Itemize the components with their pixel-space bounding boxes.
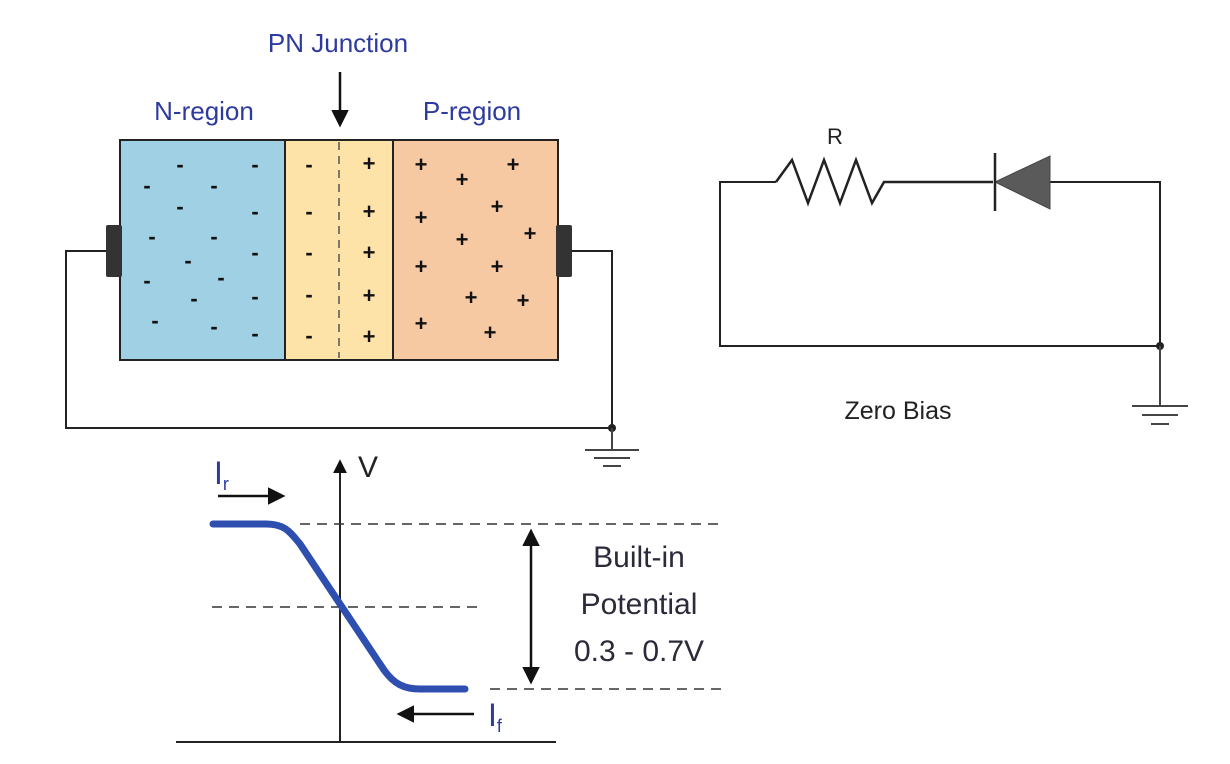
y-axis-label: V	[358, 451, 378, 484]
annotation-built-in: Built-in	[593, 541, 685, 574]
p-region	[392, 139, 559, 361]
resistor-label: R	[827, 124, 843, 149]
hole-charge: +	[415, 152, 428, 177]
forward-current-label: If	[488, 697, 503, 736]
electron-charge: -	[210, 314, 217, 339]
reverse-current-label: Ir	[214, 455, 229, 494]
p-region-charges: +++++++++++++	[415, 152, 537, 345]
electron-charge: -	[251, 240, 258, 265]
p-region-label: P-region	[423, 96, 521, 126]
pn-junction-label: PN Junction	[268, 28, 408, 58]
external-circuit-wire	[65, 250, 613, 429]
electron-charge: -	[176, 152, 183, 177]
hole-charge: +	[465, 285, 478, 310]
forward-current-symbol: I	[488, 697, 497, 733]
electron-charge: -	[251, 284, 258, 309]
svg-text:Ir: Ir	[214, 455, 229, 494]
depletion-positive-charge: +	[363, 324, 376, 349]
electron-charge: -	[251, 152, 258, 177]
hole-charge: +	[517, 288, 530, 313]
electron-charge: -	[190, 286, 197, 311]
electron-charge: -	[210, 173, 217, 198]
reverse-current-symbol: I	[214, 455, 223, 491]
electron-charge: -	[143, 268, 150, 293]
ground-symbol-left	[585, 428, 639, 467]
depletion-negative-charges: - - - - -	[305, 152, 312, 348]
annotation-voltage-range: 0.3 - 0.7V	[574, 635, 704, 668]
right-terminal-contact	[556, 225, 572, 277]
left-terminal-contact	[106, 225, 122, 277]
hole-charge: +	[491, 194, 504, 219]
hole-charge: +	[415, 254, 428, 279]
hole-charge: +	[456, 167, 469, 192]
electron-charge: -	[151, 308, 158, 333]
diode-symbol	[993, 153, 1051, 211]
potential-curve	[209, 520, 469, 693]
hole-charge: +	[507, 152, 520, 177]
hole-charge: +	[484, 320, 497, 345]
depletion-positive-charge: +	[363, 240, 376, 265]
resistor-symbol	[774, 156, 993, 207]
depletion-negative-charge: -	[305, 240, 312, 265]
electron-charge: -	[251, 199, 258, 224]
electron-charge: -	[148, 224, 155, 249]
hole-charge: +	[415, 205, 428, 230]
electron-charge: -	[184, 248, 191, 273]
circuit-wire	[719, 181, 1161, 347]
depletion-positive-charge: +	[363, 151, 376, 176]
depletion-negative-charge: -	[305, 323, 312, 348]
hole-charge: +	[491, 254, 504, 279]
depletion-positive-charge: +	[363, 283, 376, 308]
electron-charge: -	[143, 173, 150, 198]
reverse-current-subscript: r	[223, 474, 229, 494]
svg-text:If: If	[488, 697, 503, 736]
electron-charge: -	[176, 194, 183, 219]
zero-bias-caption: Zero Bias	[845, 397, 952, 425]
n-region-label: N-region	[154, 96, 254, 126]
annotation-potential: Potential	[581, 588, 698, 621]
depletion-negative-charge: -	[305, 199, 312, 224]
depletion-negative-charge: -	[305, 152, 312, 177]
built-in-potential-graph: V Ir If Built-in Potential 0.3 - 0.7V	[176, 451, 722, 743]
depletion-positive-charges: + + + + +	[363, 151, 376, 349]
n-region-charges: -----------------	[143, 152, 258, 346]
hole-charge: +	[524, 221, 537, 246]
n-region	[119, 139, 286, 361]
forward-current-subscript: f	[497, 716, 503, 736]
electron-charge: -	[210, 224, 217, 249]
hole-charge: +	[415, 311, 428, 336]
electron-charge: -	[217, 265, 224, 290]
depletion-negative-charge: -	[305, 282, 312, 307]
zero-bias-circuit: R Zero Bias	[719, 124, 1188, 425]
pn-junction-block: PN Junction N-region P-region ----------…	[65, 28, 639, 467]
depletion-positive-charge: +	[363, 199, 376, 224]
ground-symbol-right	[1132, 346, 1188, 425]
hole-charge: +	[456, 227, 469, 252]
electron-charge: -	[251, 321, 258, 346]
